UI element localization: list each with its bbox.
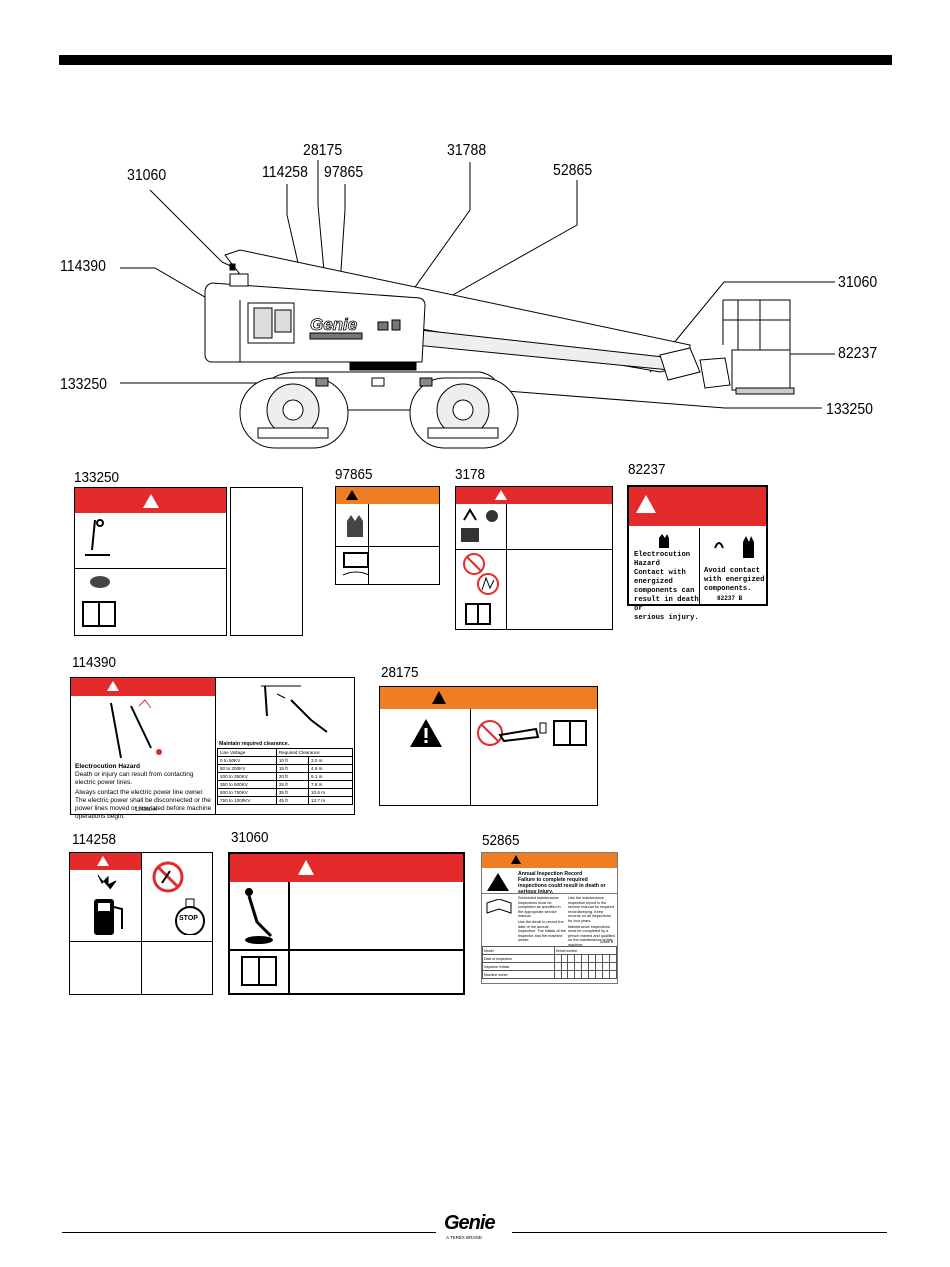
manual-book-icon	[82, 576, 116, 627]
inspection-instructions-b: Use the maintenance inspection report in…	[568, 896, 615, 947]
callout-133250-right: 133250	[826, 401, 873, 418]
footer-brand-logo: Genie	[444, 1212, 496, 1234]
decal-title-52865: 52865	[482, 832, 520, 849]
inspection-instructions-a: Scheduled maintenance inspections must b…	[518, 896, 566, 943]
no-fire-stop-icon	[152, 861, 205, 935]
machine-logo: Genie	[310, 315, 357, 334]
warning-triangle-icon	[97, 856, 109, 866]
decal-28175	[379, 686, 598, 806]
part-number: 82237 B	[717, 595, 743, 602]
decal-133250-side	[230, 487, 303, 636]
decal-title-28175: 28175	[381, 664, 419, 681]
decal-114390: Electrocution Hazard Death or injury can…	[70, 677, 355, 820]
table-caption: Maintain required clearance.	[219, 741, 290, 747]
decal-82237: Electrocution Hazard Contact with energi…	[627, 485, 768, 622]
model-label: Model	[482, 946, 555, 955]
avoid-contact-hand-icon	[714, 536, 754, 558]
decal-title-97865: 97865	[335, 466, 373, 483]
warning-header	[380, 687, 597, 709]
decal-31060	[228, 852, 465, 995]
warning-triangle-icon	[636, 495, 656, 513]
avoid-contact-text: Avoid contact with energized components.	[704, 567, 765, 593]
callout-31060-top: 31060	[127, 167, 167, 184]
hazard-description: Electrocution Hazard Death or injury can…	[75, 763, 212, 820]
footer-tagline: A TEREX BRAND	[446, 1235, 482, 1240]
table-row: Machine owner	[482, 970, 617, 979]
decal-114258: STOP	[69, 852, 213, 995]
danger-header	[70, 853, 141, 870]
electrocution-text: Electrocution Hazard Contact with energi…	[634, 551, 699, 622]
col-header: Line Voltage	[217, 748, 277, 757]
hand-burn-icon	[347, 515, 363, 537]
callout-82237: 82237	[838, 345, 878, 362]
danger-header	[456, 487, 612, 504]
boom-lift-icon	[85, 519, 110, 556]
alert-triangle-icon	[487, 873, 509, 891]
callout-114258: 114258	[262, 164, 308, 181]
decal-3178	[455, 486, 613, 630]
callout-52865: 52865	[553, 162, 593, 179]
callout-31788: 31788	[447, 142, 487, 159]
tipping-lift-icon	[245, 888, 273, 944]
decal-title-31060: 31060	[231, 829, 269, 846]
warning-triangle-icon	[298, 860, 314, 875]
no-tipping-manual-icon	[477, 720, 587, 746]
power-line-contact-icon	[110, 699, 162, 759]
warning-triangle-icon	[107, 681, 119, 691]
decal-133250	[74, 487, 227, 636]
col-header: Required Clearance	[275, 748, 354, 757]
warning-triangle-icon	[143, 494, 159, 508]
warning-header	[336, 487, 439, 504]
fuel-pump-explosion-icon	[94, 874, 123, 935]
top-rule	[59, 55, 892, 65]
warning-header	[482, 853, 617, 868]
serial-label: Serial number	[553, 946, 618, 955]
warning-triangle-icon	[432, 691, 446, 704]
callout-97865: 97865	[324, 164, 364, 181]
warning-triangle-icon	[495, 490, 507, 500]
danger-header	[71, 678, 215, 696]
part-number: 114390 A	[135, 807, 157, 813]
table-row: Date of inspection	[482, 954, 617, 963]
footer-rule-right	[512, 1232, 887, 1233]
battery-explosion-icon	[461, 508, 498, 542]
danger-header	[75, 488, 226, 513]
manual-book-icon	[486, 899, 512, 914]
alert-triangle-icon	[410, 719, 442, 747]
danger-header	[230, 854, 463, 882]
decal-97865	[335, 486, 440, 585]
decal-title-133250: 133250	[74, 469, 120, 486]
callout-114390: 114390	[60, 258, 106, 275]
decal-52865: Annual Inspection Record Failure to comp…	[481, 852, 618, 984]
decal-title-82237: 82237	[628, 461, 666, 478]
clearance-boom-icon	[261, 685, 328, 733]
callout-133250-left: 133250	[60, 376, 107, 393]
callout-31060-right: 31060	[838, 274, 878, 291]
stop-sign-text: STOP	[179, 915, 198, 922]
danger-header	[629, 487, 766, 526]
warning-triangle-icon	[346, 490, 358, 500]
shock-hand-icon	[659, 534, 669, 548]
decal-title-3178: 3178	[455, 466, 486, 483]
part-number: 52865 B	[600, 940, 614, 944]
manual-book-icon	[241, 956, 277, 986]
warning-triangle-icon	[511, 855, 521, 864]
no-smoking-fire-icon	[463, 553, 499, 625]
machine-illustration: Genie	[120, 160, 835, 449]
table-row: Inspector initials	[482, 962, 617, 971]
decal-title-114390: 114390	[72, 654, 117, 671]
inspection-header: Annual Inspection Record Failure to comp…	[518, 871, 606, 895]
footer-rule-left	[62, 1232, 436, 1233]
decal-title-114258: 114258	[72, 831, 117, 848]
callout-28175: 28175	[303, 142, 343, 159]
